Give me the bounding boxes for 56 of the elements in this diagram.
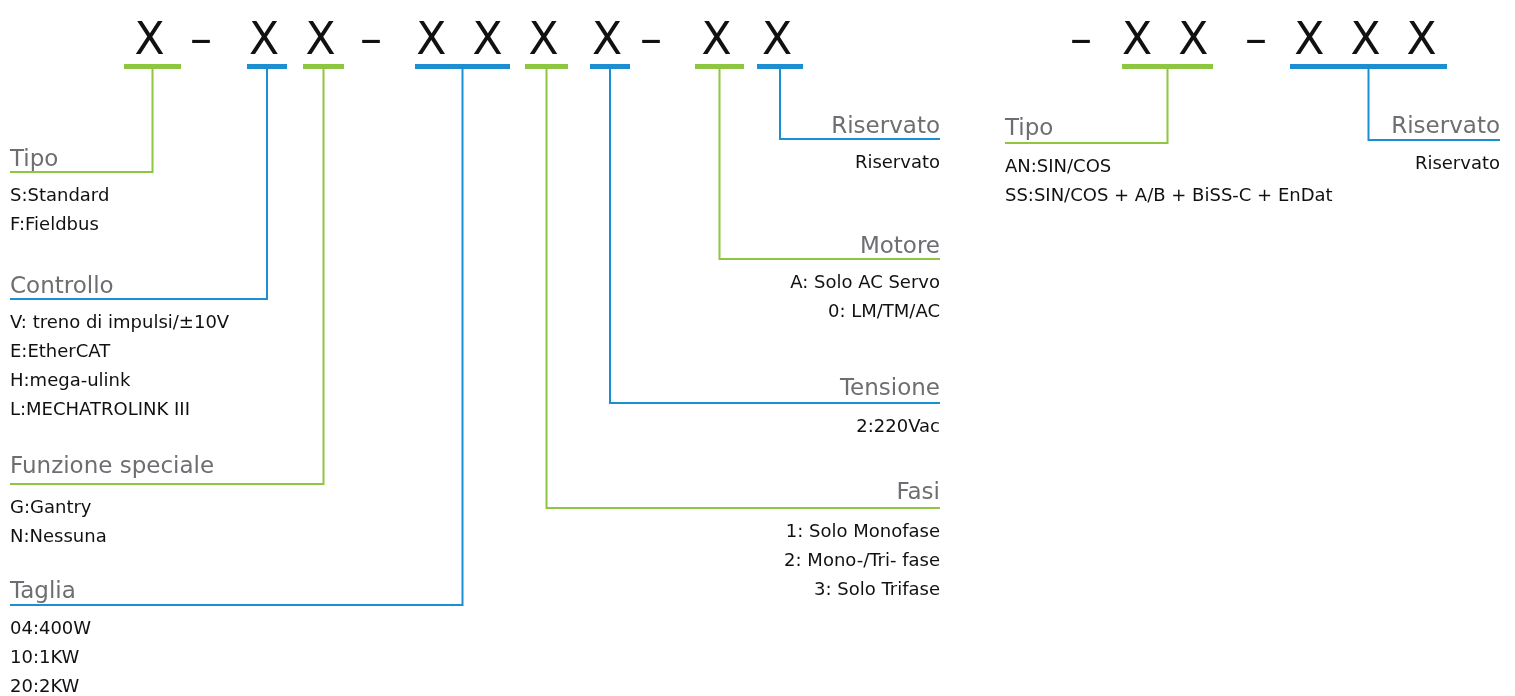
leader-line bbox=[9, 68, 154, 173]
option-text: 20:2KW bbox=[10, 674, 81, 696]
code-segment: X bbox=[124, 14, 181, 69]
option-text: N:Nessuna bbox=[10, 524, 108, 548]
leader-line bbox=[1367, 68, 1501, 141]
option-text: 3: Solo Trifase bbox=[813, 577, 940, 601]
leader-line bbox=[779, 68, 941, 140]
option-text: F:Fieldbus bbox=[10, 212, 100, 236]
separator-dash: – bbox=[1070, 14, 1092, 64]
code-segment: X bbox=[247, 14, 287, 69]
field-heading: Tipo bbox=[10, 144, 60, 173]
option-text: 10:1KW bbox=[10, 645, 81, 669]
field-heading: Tensione bbox=[838, 373, 940, 402]
option-text: G:Gantry bbox=[10, 495, 93, 519]
field-heading: Taglia bbox=[10, 576, 77, 605]
field-heading: Controllo bbox=[10, 271, 115, 300]
code-segment: X bbox=[695, 14, 744, 69]
leader-line bbox=[545, 68, 941, 509]
option-text: E:EtherCAT bbox=[10, 339, 112, 363]
code-segment: X X bbox=[415, 14, 510, 69]
separator-dash: – bbox=[190, 14, 212, 64]
separator-dash: – bbox=[1245, 14, 1267, 64]
separator-dash: – bbox=[640, 14, 662, 64]
field-heading: Riservato bbox=[1390, 111, 1500, 140]
option-text: 0: LM/TM/AC bbox=[826, 299, 940, 323]
field-heading: Motore bbox=[858, 231, 940, 260]
code-segment: X bbox=[590, 14, 630, 69]
field-heading: Tipo bbox=[1005, 113, 1055, 142]
leader-line bbox=[718, 68, 941, 260]
option-text: 2:220Vac bbox=[855, 414, 940, 438]
option-text: 04:400W bbox=[10, 616, 93, 640]
field-heading: Fasi bbox=[895, 477, 940, 506]
option-text: S:Standard bbox=[10, 183, 111, 207]
option-text: H:mega-ulink bbox=[10, 368, 132, 392]
leader-line bbox=[609, 68, 941, 404]
code-segment: X X X bbox=[1290, 14, 1447, 69]
option-text: V: treno di impulsi/±10V bbox=[10, 310, 231, 334]
field-heading: Funzione speciale bbox=[10, 451, 216, 480]
option-text: AN:SIN/COS bbox=[1005, 154, 1113, 178]
option-text: L:MECHATROLINK III bbox=[10, 397, 191, 421]
leader-line bbox=[9, 68, 464, 606]
option-text: Riservato bbox=[853, 150, 940, 174]
code-segment: X bbox=[303, 14, 344, 69]
field-heading: Riservato bbox=[830, 111, 940, 140]
code-segment: X X bbox=[1122, 14, 1213, 69]
option-text: 2: Mono-/Tri- fase bbox=[783, 548, 940, 572]
option-text: A: Solo AC Servo bbox=[789, 270, 940, 294]
leader-line bbox=[9, 68, 268, 300]
option-text: 1: Solo Monofase bbox=[784, 519, 940, 543]
code-segment: X bbox=[525, 14, 568, 69]
code-segment: X bbox=[757, 14, 803, 69]
separator-dash: – bbox=[360, 14, 382, 64]
leader-line bbox=[1004, 68, 1169, 144]
option-text: SS:SIN/COS + A/B + BiSS-C + EnDat bbox=[1005, 183, 1334, 207]
leader-line bbox=[9, 68, 325, 485]
option-text: Riservato bbox=[1413, 151, 1500, 175]
